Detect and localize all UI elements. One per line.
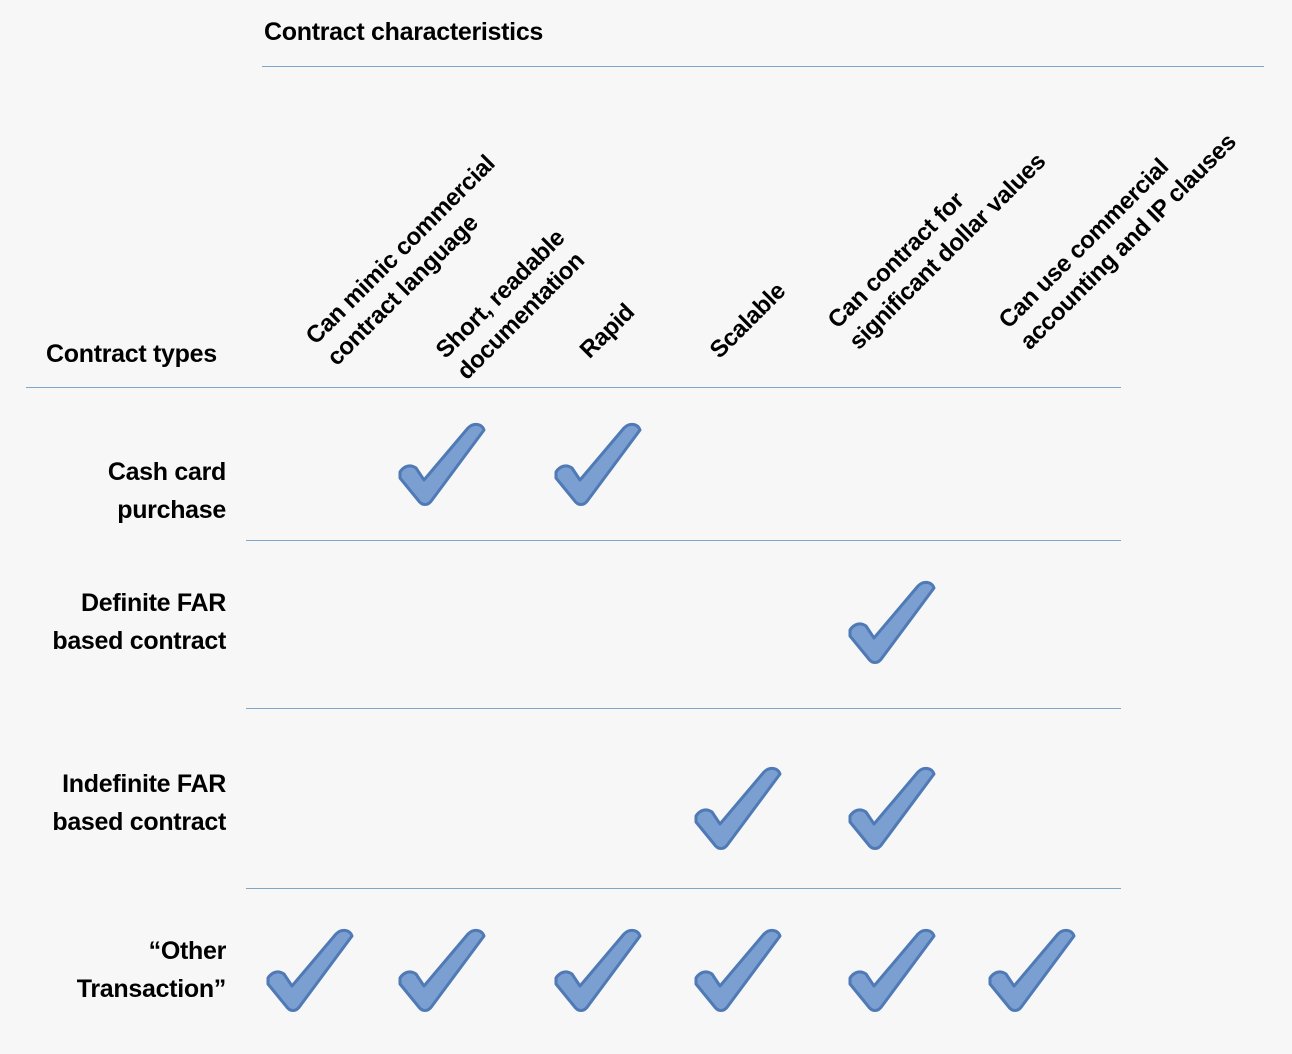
row-label-line: purchase <box>117 496 226 524</box>
checkmark-icon <box>846 928 938 1016</box>
row-label-other-transaction: “Other Transaction” <box>76 932 227 1008</box>
column-header-rapid: Rapid <box>574 298 641 365</box>
checkmark-icon <box>692 766 784 854</box>
column-header-commercial-clauses: Can use commercial accounting and IP cla… <box>993 106 1243 356</box>
row-label-line: based contract <box>52 808 226 836</box>
checkmark-icon <box>396 928 488 1016</box>
table-top-divider <box>26 387 1121 388</box>
row-label-line: Definite FAR <box>80 589 226 617</box>
row-divider <box>246 540 1121 541</box>
row-label-definite-far: Definite FAR based contract <box>52 584 226 660</box>
checkmark-icon <box>846 580 938 668</box>
column-header-line: Scalable <box>704 277 791 364</box>
row-label-line: Transaction” <box>76 975 227 1003</box>
checkmark-icon <box>986 928 1078 1016</box>
column-header-line: accounting and IP clauses <box>1014 128 1242 356</box>
checkmark-icon <box>264 928 356 1016</box>
checkmark-icon <box>692 928 784 1016</box>
row-label-line: Indefinite FAR <box>62 770 226 798</box>
row-label-indefinite-far: Indefinite FAR based contract <box>52 765 226 841</box>
row-divider <box>246 708 1121 709</box>
header-divider <box>262 66 1264 67</box>
column-header-line: Rapid <box>574 298 640 364</box>
column-header-scalable: Scalable <box>704 277 792 365</box>
row-header-label: Contract types <box>46 340 217 368</box>
row-label-line: based contract <box>52 627 226 655</box>
row-divider <box>246 888 1121 889</box>
row-label-line: Cash card <box>107 458 226 486</box>
checkmark-icon <box>846 766 938 854</box>
section-title: Contract characteristics <box>264 18 544 46</box>
checkmark-icon <box>552 422 644 510</box>
checkmark-icon <box>552 928 644 1016</box>
column-header-line: Can use commercial <box>993 153 1175 334</box>
row-label-line: “Other <box>148 937 227 965</box>
column-header-line: Can contract for <box>822 187 970 334</box>
checkmark-icon <box>396 422 488 510</box>
row-label-cash-card: Cash card purchase <box>108 453 226 529</box>
